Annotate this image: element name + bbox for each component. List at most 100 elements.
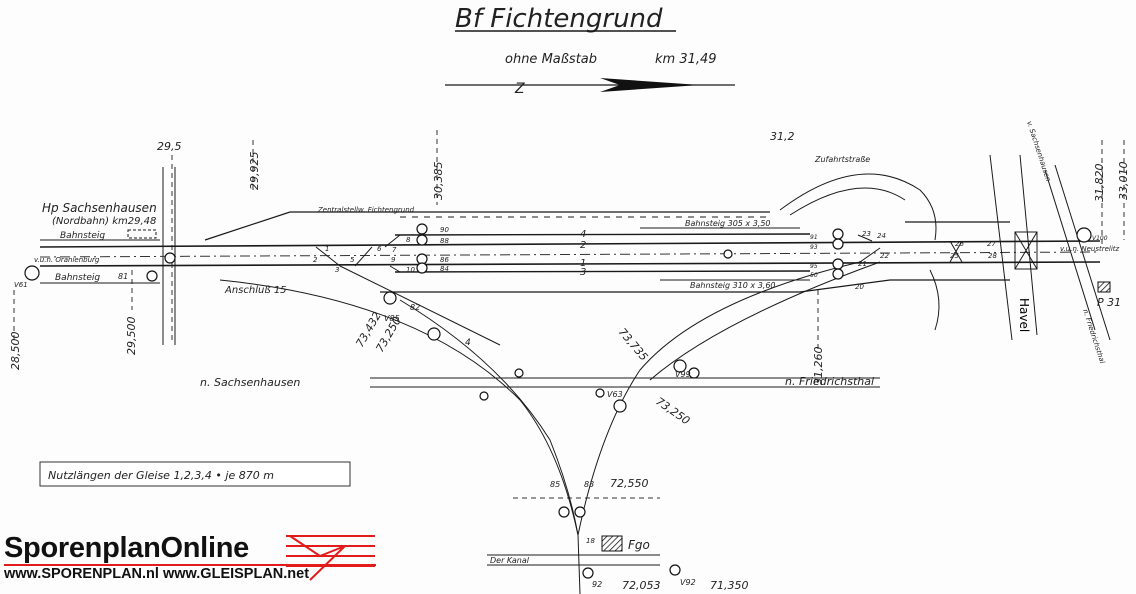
- crossing-line: [1044, 169, 1096, 331]
- label-p31: P 31: [1097, 296, 1121, 309]
- platforms: [127, 211, 1010, 293]
- signal-label: 95: [810, 263, 818, 270]
- label-v-sachsenhausen: v. Sachsenhausen: [1025, 120, 1052, 182]
- station-title: Bf Fichtengrund: [455, 4, 663, 34]
- signal-label: V61: [14, 281, 28, 289]
- scale-note: ohne Maßstab: [505, 52, 597, 67]
- label-bahnsteig-305: Bahnsteig 305 x 3,50: [685, 219, 771, 228]
- switch-number: 24: [877, 232, 886, 240]
- label-anschluss: Anschluß 15: [224, 285, 287, 296]
- label-zufahrtstrasse: Zufahrtstraße: [814, 155, 870, 164]
- note-box: [39, 461, 351, 487]
- switch-number: 26: [955, 240, 964, 248]
- logo-brand: SporenplanOnline: [4, 532, 249, 564]
- km-label: 73,735: [616, 326, 651, 364]
- river-bank: [989, 154, 1013, 341]
- sporenplan-logo[interactable]: SporenplanOnline www.SPORENPLAN.nl www.G…: [4, 532, 376, 583]
- km-label: 31,2: [770, 130, 795, 143]
- building-p31: [1097, 281, 1111, 293]
- crossing-line: [1054, 164, 1111, 341]
- label-bahnsteig: Bahnsteig: [60, 231, 105, 241]
- label-fgo: Fgo: [628, 538, 650, 552]
- km-marker-lines: [13, 130, 1125, 499]
- km-label: 29,5: [157, 140, 182, 153]
- switch-number: 18: [586, 537, 595, 545]
- branch-curves: [219, 173, 940, 594]
- signal-label: 82: [410, 303, 420, 312]
- direction-arrow-icon: Z: [445, 78, 735, 97]
- label-havel: Havel: [1017, 298, 1031, 332]
- label-bahnsteig-310: Bahnsteig 310 x 3,60: [690, 281, 776, 290]
- track-number: 4: [580, 229, 586, 240]
- track-number: 3: [580, 267, 586, 278]
- building-fgo: [601, 535, 623, 552]
- track-number: 4: [465, 338, 471, 348]
- switch-number: 22: [880, 252, 889, 260]
- track-number: 1: [580, 258, 586, 269]
- switch-number: 3: [335, 266, 339, 274]
- km-label: 29,500: [125, 317, 138, 356]
- km-label: 30,385: [432, 162, 445, 201]
- label-bahnsteig: Bahnsteig: [55, 273, 100, 283]
- label-nordbahn: (Nordbahn) km29,48: [52, 216, 156, 227]
- signal-icon: [164, 252, 176, 264]
- note-nutzlaengen: Nutzlängen der Gleise 1,2,3,4 • je 870 m: [48, 469, 274, 482]
- label-hp-sachsenhausen: Hp Sachsenhausen: [42, 201, 157, 215]
- signal-label: 90: [440, 226, 449, 234]
- km-label: 29,925: [248, 152, 261, 191]
- label-n-friedrichsthal: n. Friedrichsthal: [785, 375, 874, 388]
- signal-icon: [24, 265, 40, 281]
- label-der-kanal: Der Kanal: [490, 556, 530, 565]
- switch-number: 6: [377, 245, 382, 253]
- switch-number: 28: [988, 252, 997, 260]
- signal-label: 86: [440, 256, 449, 264]
- label-stellwerk: Zentralstellw. Fichtengrund: [317, 206, 415, 214]
- signal-label: V99: [675, 370, 691, 379]
- label-n-sachsenhausen: n. Sachsenhausen: [200, 376, 300, 389]
- switch-number: 7: [392, 246, 397, 254]
- km-label: 28,500: [9, 332, 22, 371]
- km-label: 72,053: [622, 579, 661, 592]
- switch-number: 20: [855, 283, 864, 291]
- km-note: km 31,49: [655, 52, 717, 67]
- switch-number: 23: [862, 230, 871, 238]
- switch-number: 27: [987, 240, 996, 248]
- signal-label: 81: [118, 272, 128, 281]
- switch-number: 5: [350, 256, 355, 264]
- signal-label: 84: [440, 265, 449, 273]
- signal-label: 93: [810, 244, 818, 251]
- switch-number: 21: [858, 260, 867, 268]
- logo-track-graphic: [286, 535, 375, 581]
- river-bank: [1019, 154, 1038, 336]
- signal-label: 85: [550, 480, 560, 489]
- signal-label: V92: [680, 578, 696, 587]
- switch-number: 8: [406, 236, 411, 244]
- switch-number: 2: [313, 256, 318, 264]
- switch-number: 9: [391, 256, 396, 264]
- signal-label: 92: [592, 580, 602, 589]
- switch-number: 10: [406, 266, 415, 274]
- main-tracks: [39, 233, 1101, 346]
- signal-label: 91: [810, 234, 818, 241]
- track-number: 2: [580, 240, 586, 251]
- km-label: 31,820: [1093, 164, 1106, 203]
- switch-numbers: 1 2 3 5 6 7 8 9 10 20 21 22 23 24 25 26 …: [313, 230, 997, 545]
- switch-number: 25: [950, 252, 959, 260]
- km-label: 33,010: [1117, 162, 1130, 201]
- signal-label: 50: [810, 272, 818, 279]
- km-label: 71,350: [710, 579, 749, 592]
- logo-underline: [4, 564, 376, 566]
- bridge: [1014, 231, 1038, 270]
- logo-urls[interactable]: www.SPORENPLAN.nl www.GLEISPLAN.net: [4, 566, 310, 582]
- signal-label: V63: [607, 390, 623, 399]
- km-label: 72,550: [610, 477, 649, 490]
- signal-label: 88: [440, 237, 449, 245]
- svg-text:Z: Z: [514, 81, 525, 97]
- label-oranienburg: v.u.n. Oranienburg: [34, 256, 100, 264]
- signals: V61 81 90 88 86 84 91 93 95 50 V85 82 V9…: [14, 223, 1108, 589]
- km-label: 31,260: [812, 347, 825, 386]
- signal-label: V100: [1092, 235, 1108, 242]
- signal-label: 83: [584, 480, 594, 489]
